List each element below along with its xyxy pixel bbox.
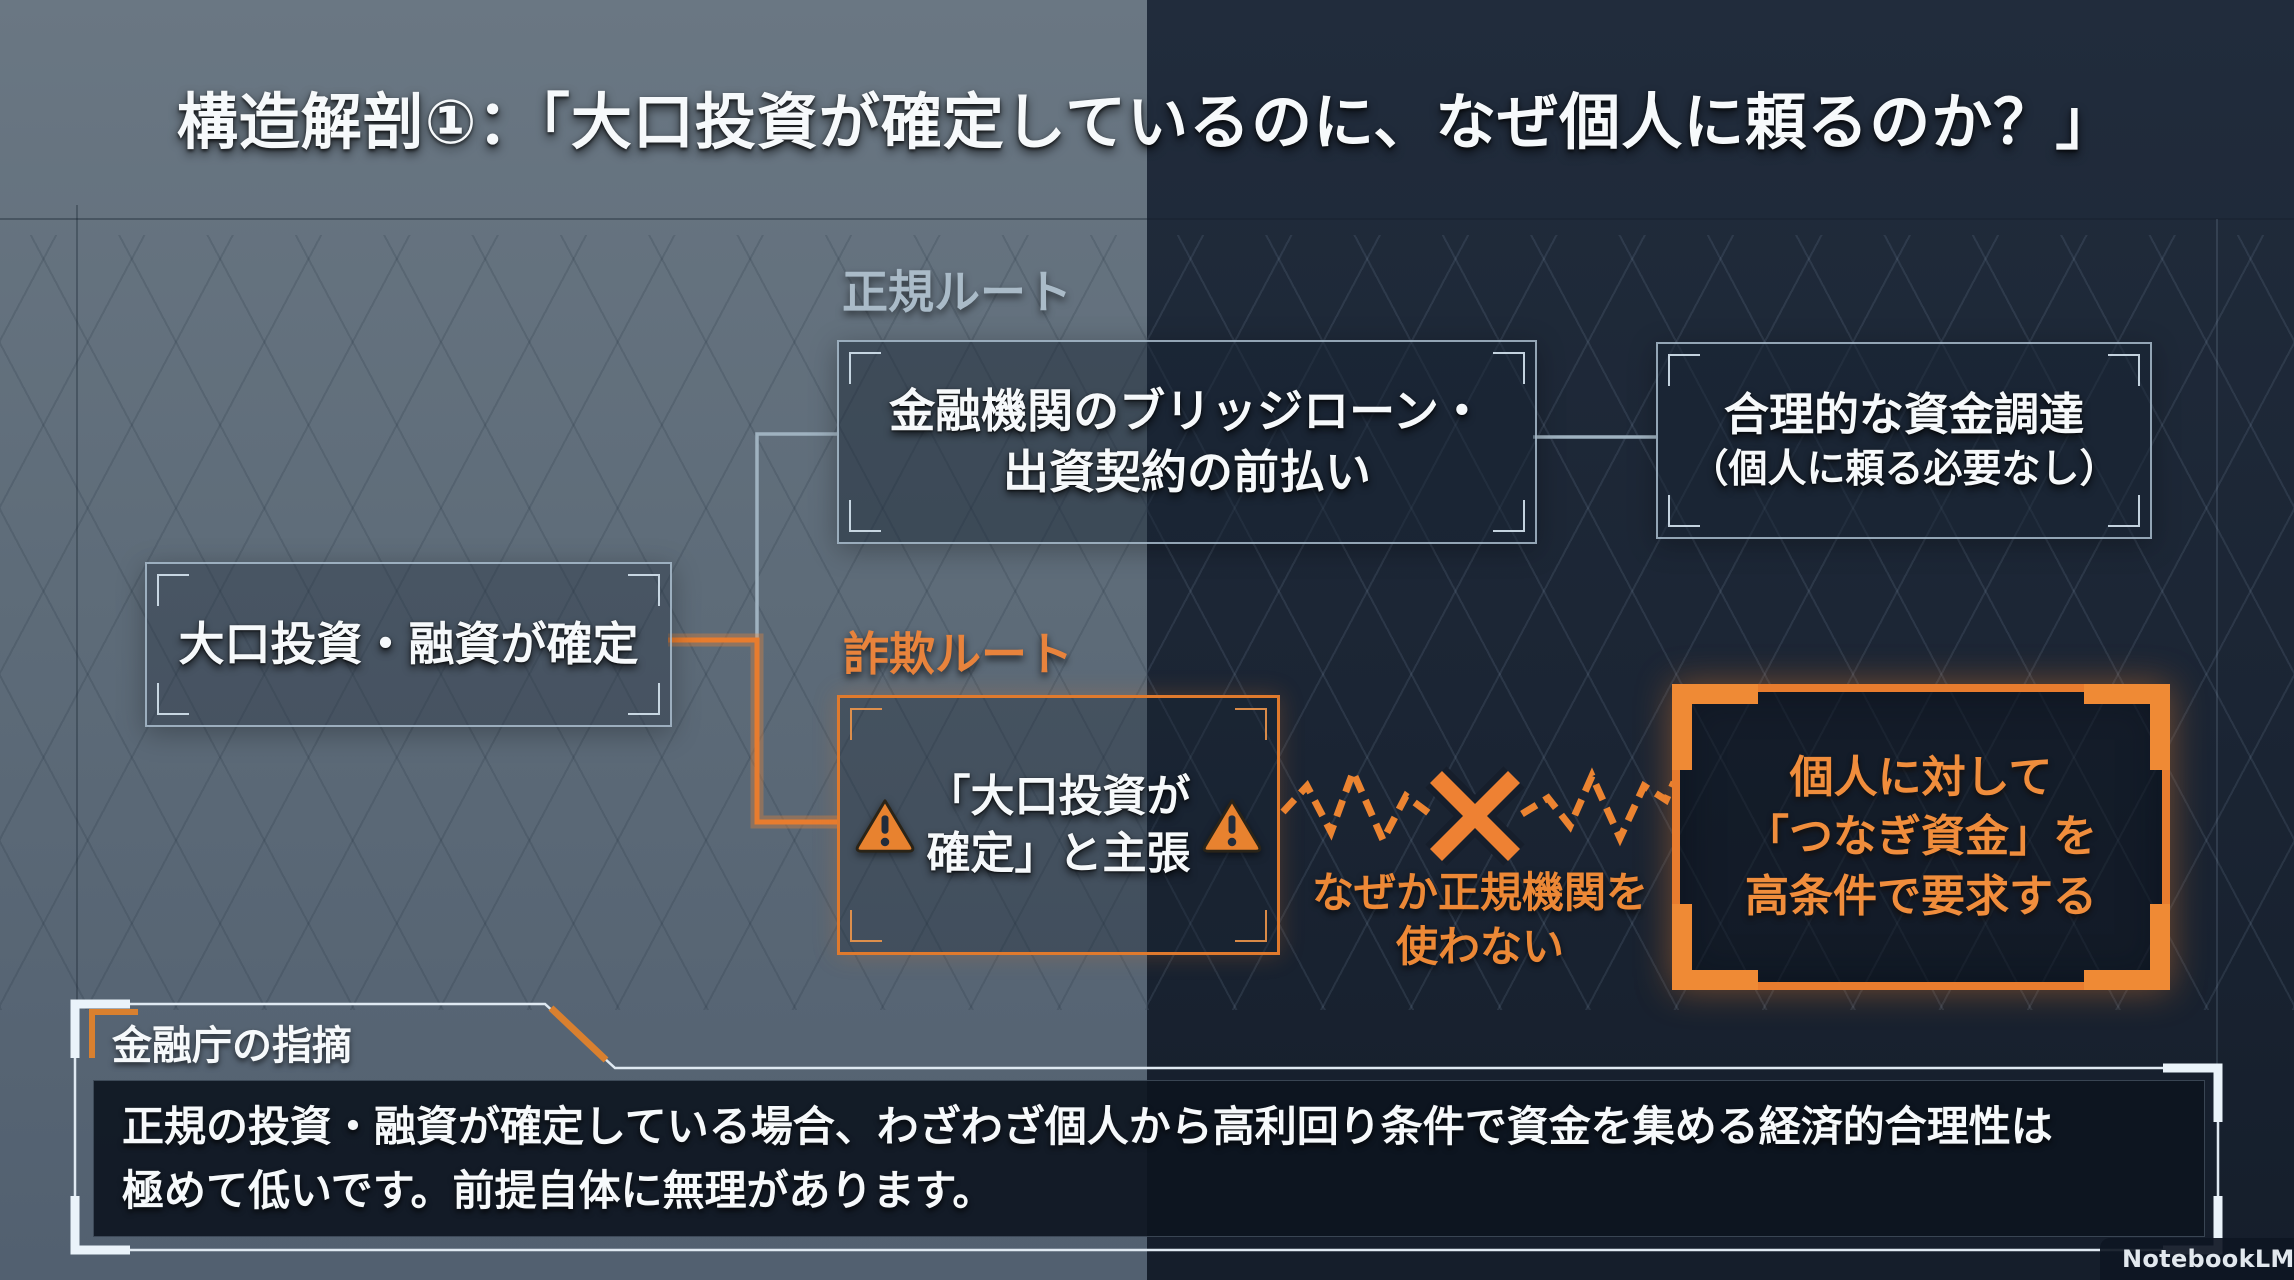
fraud-claim-text: 「大口投資が 確定」と主張: [926, 768, 1191, 882]
corner-bracket: [850, 910, 882, 942]
fraud-route-label: 詐欺ルート: [843, 627, 1073, 681]
corner-bracket: [628, 683, 660, 715]
legit-connector-line: [755, 432, 837, 640]
corner-bracket: [1235, 708, 1267, 740]
fraud-claim-line2: 確定」と主張: [926, 828, 1191, 879]
corner-cap: [2084, 904, 2170, 990]
fsa-callout-body: 正規の投資・融資が確定している場合、わざわざ個人から高利回り条件で資金を集める経…: [93, 1080, 2205, 1237]
bridge-loan-line2: 出資契約の前払い: [1003, 445, 1371, 499]
note-line1: なぜか正規機関を: [1311, 868, 1648, 917]
corner-bracket: [850, 708, 882, 740]
fsa-callout-line2: 極めて低いです。前提自体に無理があります。: [122, 1165, 995, 1215]
fsa-callout-label: 金融庁の指摘: [112, 1023, 352, 1069]
broken-x-icon: [1425, 766, 1525, 866]
notebooklm-watermark: NotebookLM: [2100, 1238, 2294, 1280]
fraud-connector-glow: [668, 633, 837, 829]
fsa-callout-line1: 正規の投資・融資が確定している場合、わざわざ個人から高利回り条件で資金を集める経…: [122, 1101, 2053, 1151]
demand-line2: 「つなぎ資金」を: [1745, 811, 2097, 863]
orange-corner-accent: [89, 1009, 138, 1058]
fraud-claim-line1: 「大口投資が: [926, 770, 1191, 822]
corner-bracket: [157, 574, 189, 606]
note-line2: 使わない: [1395, 921, 1564, 971]
isometric-grid-left: [0, 235, 1147, 1010]
background-left-panel: [0, 0, 1147, 1280]
legit-route-label: 正規ルート: [842, 265, 1072, 319]
confirmed-investment-label: 大口投資・融資が確定: [178, 617, 639, 672]
fraud-claim-box: 「大口投資が 確定」と主張: [837, 695, 1280, 955]
corner-bracket: [157, 683, 189, 715]
bridge-loan-line1: 金融機関のブリッジローン・: [889, 384, 1485, 439]
watermark-label: NotebookLM: [2122, 1245, 2294, 1273]
corner-bracket: [1493, 500, 1525, 532]
confirmed-investment-box: 大口投資・融資が確定: [145, 562, 672, 727]
bridge-money-demand-box: 個人に対して 「つなぎ資金」を 高条件で要求する: [1672, 684, 2170, 990]
corner-bracket: [849, 352, 881, 384]
rational-funding-line2: （個人に頼る必要なし）: [1689, 447, 2119, 493]
rational-funding-line1: 合理的な資金調達: [1723, 388, 2084, 442]
rational-funding-box: 合理的な資金調達 （個人に頼る必要なし）: [1656, 342, 2152, 539]
corner-cap: [1672, 904, 1758, 990]
background-right-panel: [1147, 0, 2294, 1280]
corner-bracket: [2108, 354, 2140, 386]
corner-cap: [2084, 684, 2170, 770]
warning-triangle-icon: [855, 799, 915, 853]
corner-bracket: [1235, 910, 1267, 942]
broken-zigzag-line: [1280, 762, 1678, 849]
corner-cap: [1672, 684, 1758, 770]
demand-line1: 個人に対して: [1789, 751, 2053, 803]
corner-bracket: [1493, 352, 1525, 384]
corner-bracket: [849, 500, 881, 532]
corner-bracket: [1668, 495, 1700, 527]
no-legit-institution-note: なぜか正規機関を 使わない: [1288, 866, 1672, 974]
page-title: 構造解剖①：「大口投資が確定しているのに、なぜ個人に頼るのか？」: [176, 87, 2118, 158]
corner-bracket: [1668, 354, 1700, 386]
warning-triangle-icon: [1202, 799, 1262, 853]
bridge-loan-box: 金融機関のブリッジローン・ 出資契約の前払い: [837, 340, 1537, 544]
demand-line3: 高条件で要求する: [1745, 870, 2097, 922]
orange-diagonal-accent: [548, 1005, 609, 1063]
corner-bracket: [628, 574, 660, 606]
corner-bracket: [2108, 495, 2140, 527]
fraud-connector-line: [668, 637, 837, 825]
